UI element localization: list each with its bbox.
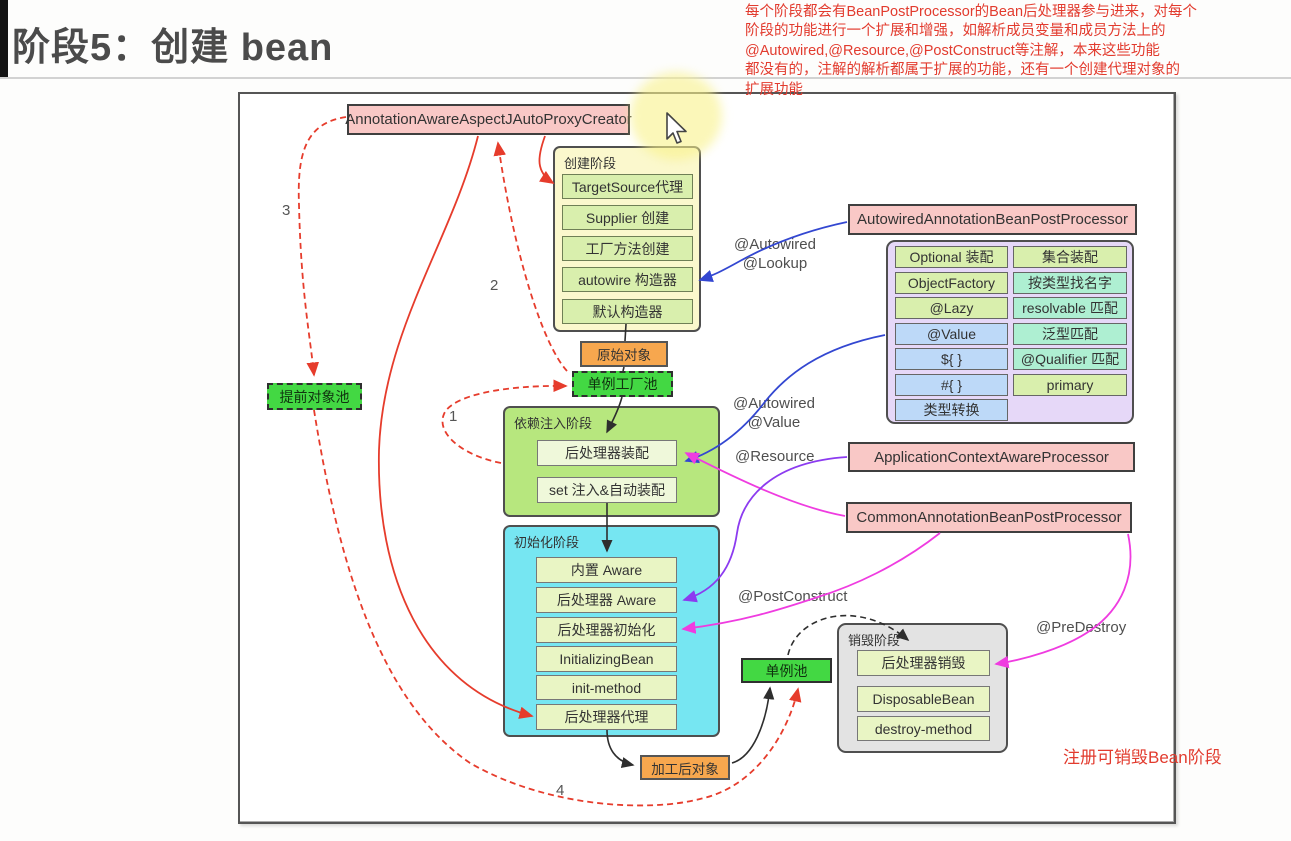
destroy-item-postprocessor-destroy: 后处理器销毁 [857, 650, 990, 676]
init-item-postprocessor-init: 后处理器初始化 [536, 617, 677, 643]
step-number-2: 2 [490, 277, 499, 294]
node-processed-object: 加工后对象 [640, 755, 730, 780]
title-separator [0, 77, 1291, 79]
node-proxy-creator: AnnotationAwareAspectJAutoProxyCreator [345, 104, 632, 135]
di-phase-title: 依赖注入阶段 [514, 416, 593, 431]
init-item-init-method: init-method [536, 675, 677, 700]
feature-cell-lazy: @Lazy [895, 297, 1008, 319]
destroy-item-destroy-method: destroy-method [857, 716, 990, 741]
cursor-highlight-halo [630, 72, 722, 160]
feature-cell-value: @Value [895, 323, 1008, 345]
page-title: 阶段5：创建 bean [12, 27, 334, 69]
step-number-4: 4 [556, 782, 565, 799]
node-autowired-bpp: AutowiredAnnotationBeanPostProcessor [848, 204, 1137, 235]
creation-item-targetsource: TargetSource代理 [562, 174, 693, 199]
init-phase-title: 初始化阶段 [514, 535, 580, 550]
label-autowired-lookup: @Autowired @Lookup [734, 236, 816, 272]
creation-item-factory-method: 工厂方法创建 [562, 236, 693, 261]
step-number-1: 1 [449, 408, 458, 425]
di-item-postprocessor-assembly: 后处理器装配 [537, 440, 677, 466]
feature-cell-qualifier: @Qualifier 匹配 [1013, 348, 1127, 370]
node-singleton-factory-pool: 单例工厂池 [572, 371, 673, 397]
label-post-construct: @PostConstruct [738, 588, 848, 605]
init-item-initializingbean: InitializingBean [536, 646, 677, 672]
label-pre-destroy: @PreDestroy [1036, 619, 1127, 636]
feature-cell-optional: Optional 装配 [895, 246, 1008, 268]
feature-cell-collection-assembly: 集合装配 [1013, 246, 1127, 268]
creation-phase-title: 创建阶段 [564, 156, 617, 171]
label-resource: @Resource [735, 448, 815, 465]
creation-item-supplier: Supplier 创建 [562, 205, 693, 230]
label-autowired-value: @Autowired @Value [733, 395, 815, 431]
bottom-annotation-note: 注册可销毁Bean阶段 [1063, 748, 1222, 767]
feature-cell-hash-brace: #{ } [895, 374, 1008, 396]
destroy-item-disposablebean: DisposableBean [857, 686, 990, 712]
init-item-postprocessor-aware: 后处理器 Aware [536, 587, 677, 613]
creation-item-autowire-constructor: autowire 构造器 [562, 267, 693, 292]
feature-cell-primary: primary [1013, 374, 1127, 396]
feature-cell-dollar-brace: ${ } [895, 348, 1008, 370]
node-raw-object: 原始对象 [580, 341, 668, 367]
node-singleton-pool: 单例池 [741, 658, 832, 683]
destroy-phase-title: 销毁阶段 [848, 633, 901, 648]
top-annotation-note: 每个阶段都会有BeanPostProcessor的Bean后处理器参与进来，对每… [745, 4, 1198, 98]
node-app-context-aware-processor: ApplicationContextAwareProcessor [848, 442, 1135, 472]
feature-cell-type-convert: 类型转换 [895, 399, 1008, 421]
feature-cell-by-type-name: 按类型找名字 [1013, 272, 1127, 294]
feature-cell-generic-match: 泛型匹配 [1013, 323, 1127, 345]
node-early-object-pool: 提前对象池 [267, 383, 362, 410]
di-item-set-inject: set 注入&自动装配 [537, 477, 677, 503]
mouse-cursor-icon [666, 112, 687, 144]
node-common-annotation-bpp: CommonAnnotationBeanPostProcessor [846, 502, 1132, 533]
step-number-3: 3 [282, 202, 291, 219]
left-black-bar [0, 0, 8, 78]
creation-item-default-constructor: 默认构造器 [562, 299, 693, 324]
init-item-builtin-aware: 内置 Aware [536, 557, 677, 583]
feature-cell-resolvable: resolvable 匹配 [1013, 297, 1127, 319]
feature-cell-objectfactory: ObjectFactory [895, 272, 1008, 294]
init-item-postprocessor-proxy: 后处理器代理 [536, 704, 677, 730]
